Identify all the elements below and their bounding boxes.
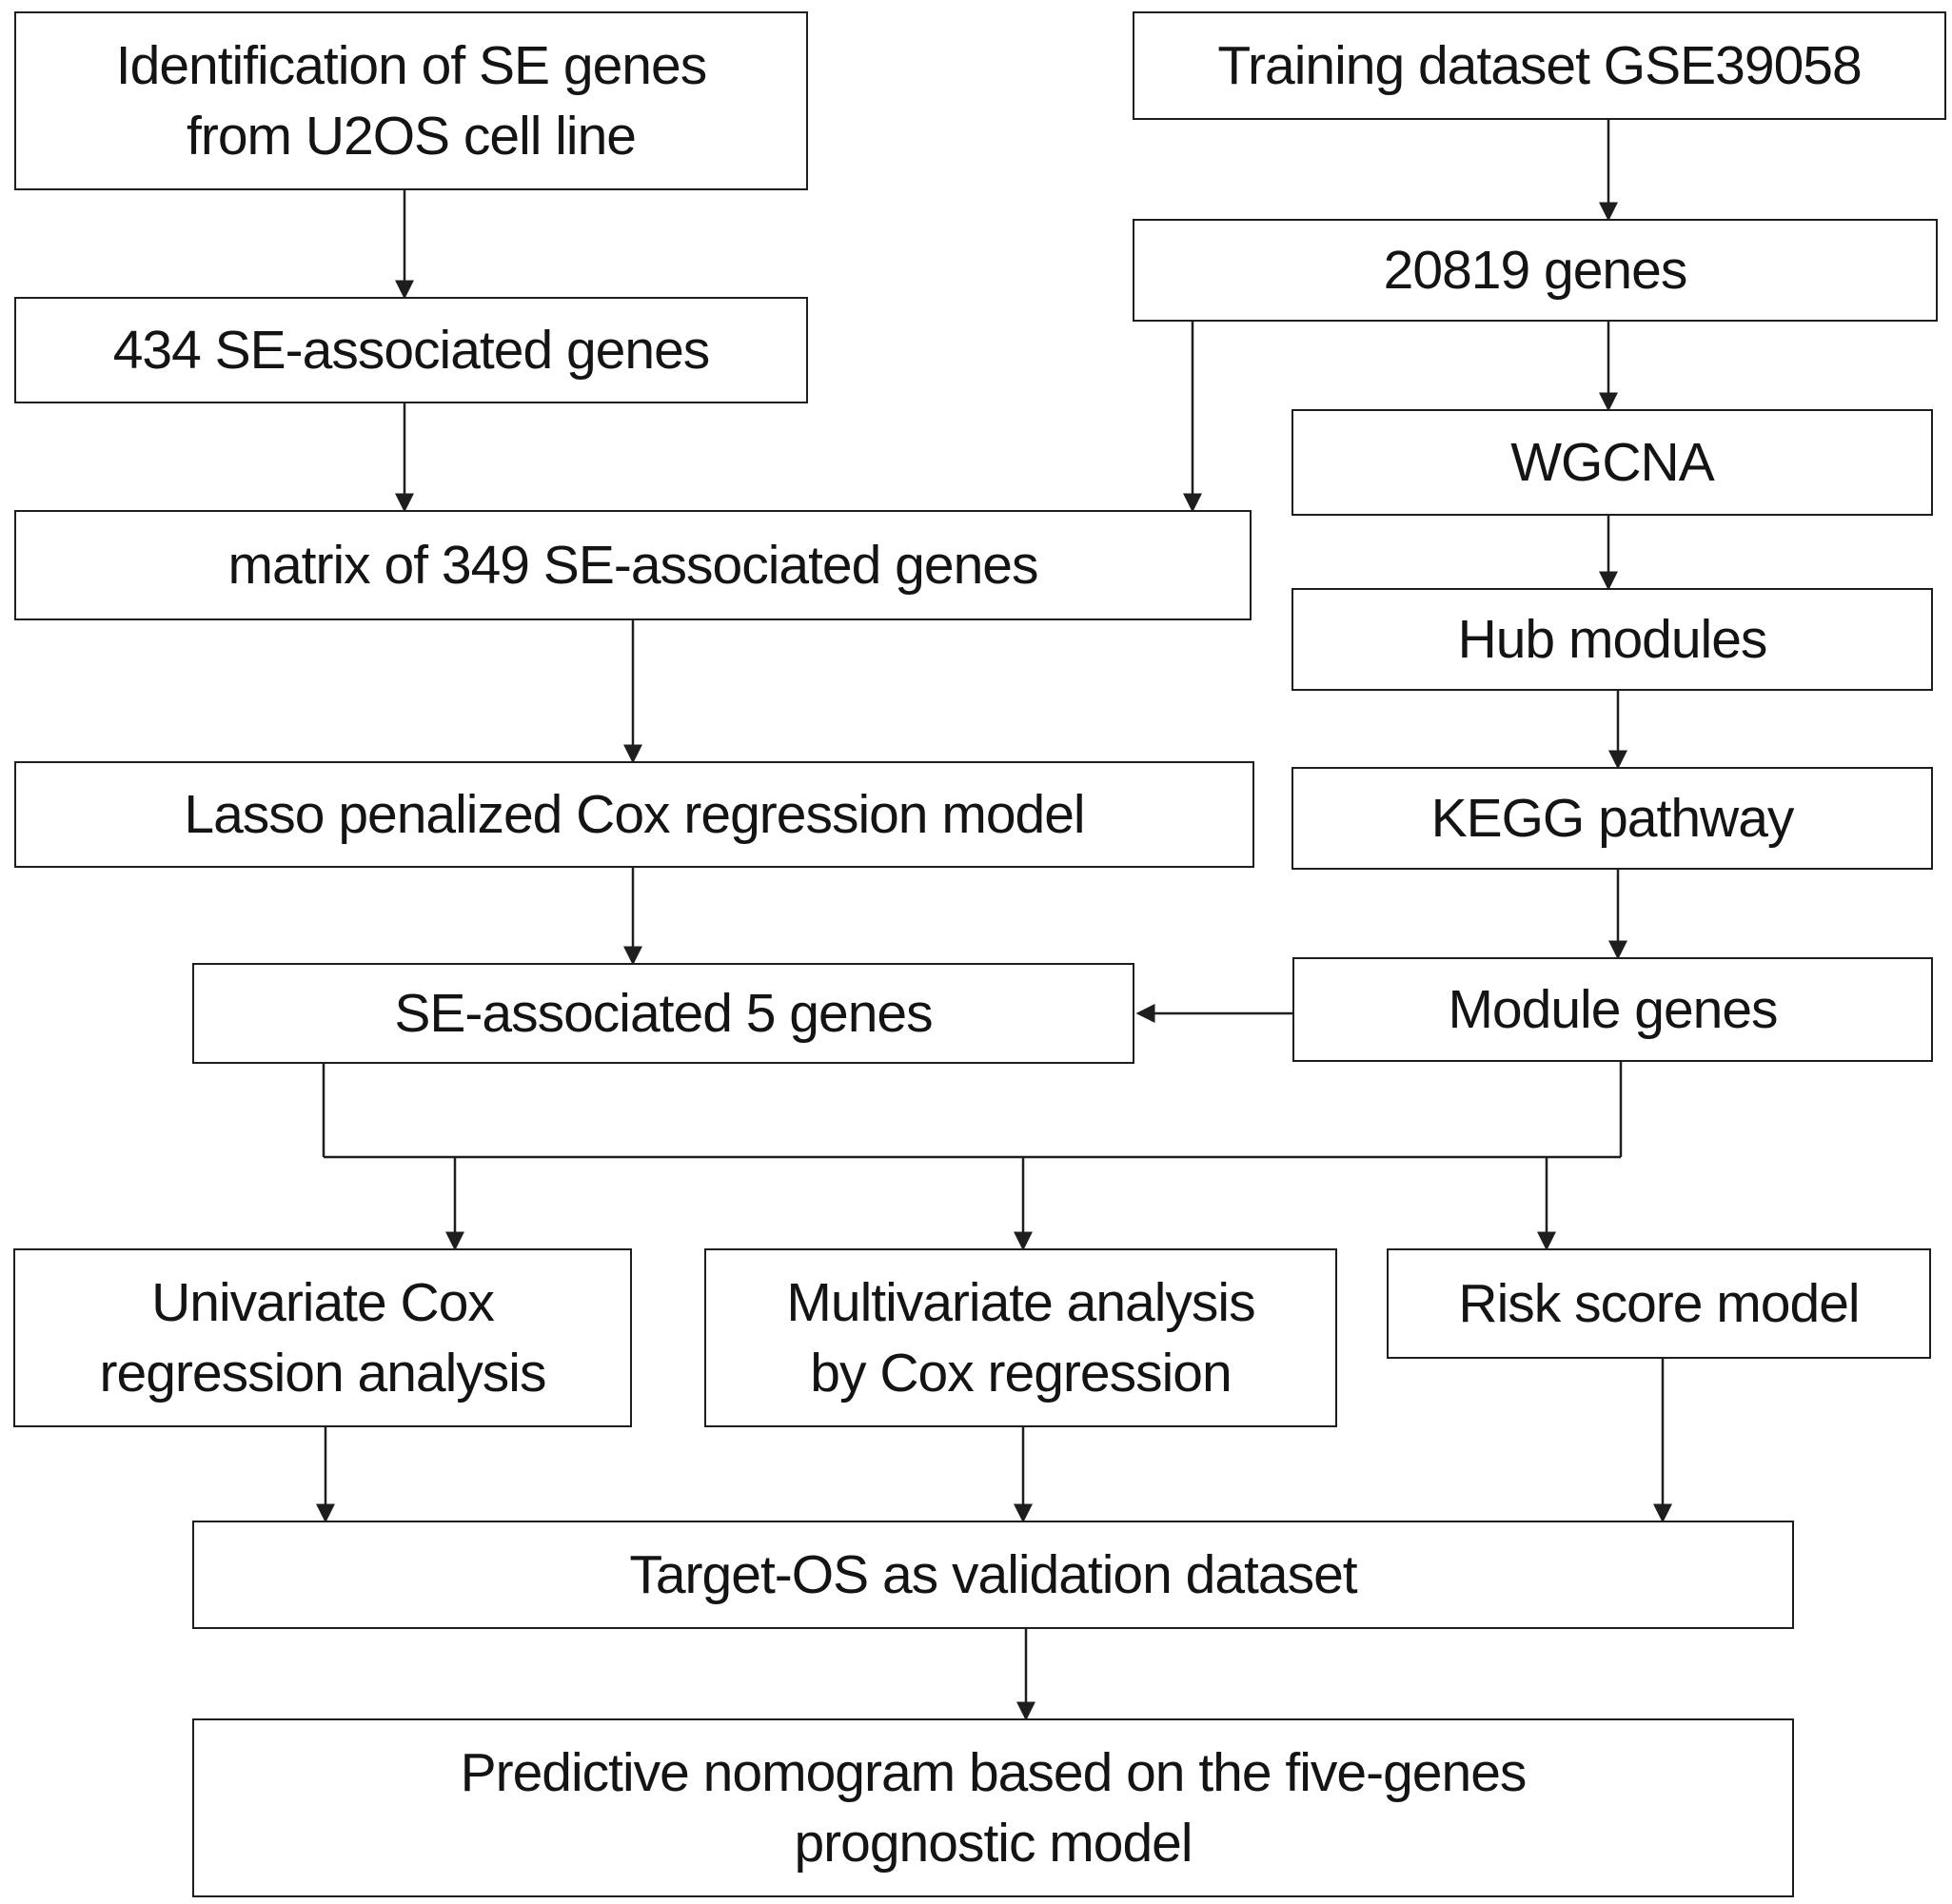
target-os-label: Target-OS as validation dataset [629,1544,1357,1605]
box-se-5-genes: SE-associated 5 genes [192,963,1134,1064]
se-5-genes-label: SE-associated 5 genes [394,983,933,1044]
box-training-dataset: Training dataset GSE39058 [1133,11,1946,120]
box-434-se-genes: 434 SE-associated genes [14,297,808,403]
lasso-cox-label: Lasso penalized Cox regression model [184,784,1085,845]
20819-genes-label: 20819 genes [1383,240,1688,301]
univariate-cox-line2: regression analysis [99,1343,547,1403]
multivariate-cox-line1: Multivariate analysis [786,1272,1255,1333]
se-identification-line2: from U2OS cell line [187,106,637,167]
box-matrix-349: matrix of 349 SE-associated genes [14,510,1252,620]
box-lasso-cox: Lasso penalized Cox regression model [14,761,1254,868]
kegg-pathway-label: KEGG pathway [1430,788,1795,849]
univariate-cox-line1: Univariate Cox [151,1272,495,1333]
predictive-nomogram-line1: Predictive nomogram based on the five-ge… [460,1742,1528,1803]
box-se-identification: Identification of SE genes from U2OS cel… [14,11,808,190]
box-kegg-pathway: KEGG pathway [1291,767,1933,870]
hub-modules-label: Hub modules [1457,609,1768,670]
box-module-genes: Module genes [1292,957,1933,1062]
box-hub-modules: Hub modules [1291,588,1933,691]
training-dataset-label: Training dataset GSE39058 [1217,35,1862,96]
box-multivariate-cox: Multivariate analysis by Cox regression [704,1248,1337,1427]
box-wgcna: WGCNA [1291,409,1933,516]
box-predictive-nomogram: Predictive nomogram based on the five-ge… [192,1718,1794,1897]
box-risk-score-model: Risk score model [1387,1248,1931,1359]
matrix-349-label: matrix of 349 SE-associated genes [227,535,1039,596]
box-target-os: Target-OS as validation dataset [192,1521,1794,1629]
predictive-nomogram-line2: prognostic model [794,1813,1193,1874]
box-20819-genes: 20819 genes [1133,219,1938,322]
multivariate-cox-line2: by Cox regression [810,1343,1232,1403]
se-identification-line1: Identification of SE genes [115,35,707,96]
module-genes-label: Module genes [1448,979,1778,1040]
risk-score-model-label: Risk score model [1458,1273,1860,1334]
wgcna-label: WGCNA [1510,432,1714,493]
434-se-genes-label: 434 SE-associated genes [112,320,711,381]
box-univariate-cox: Univariate Cox regression analysis [13,1248,632,1427]
